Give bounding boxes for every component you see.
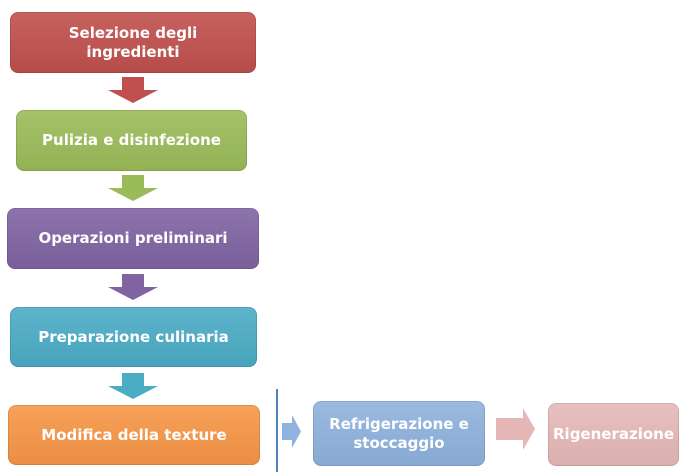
down-arrow-icon bbox=[108, 175, 158, 201]
right-arrow-icon bbox=[496, 408, 535, 450]
right-arrow-icon bbox=[282, 415, 301, 448]
step-rigenerazione: Rigenerazione bbox=[548, 403, 679, 466]
step-preparazione-culinaria: Preparazione culinaria bbox=[10, 307, 257, 367]
divider-line bbox=[276, 389, 278, 472]
step-operazioni-preliminari: Operazioni preliminari bbox=[7, 208, 259, 269]
down-arrow-icon bbox=[108, 77, 158, 103]
arrow-shape bbox=[282, 415, 301, 448]
step-modifica-della-texture: Modifica della texture bbox=[8, 405, 260, 465]
step-refrigerazione-e-stoccaggio: Refrigerazione e stoccaggio bbox=[313, 401, 485, 466]
step-label: Preparazione culinaria bbox=[38, 327, 229, 346]
step-label: Pulizia e disinfezione bbox=[42, 131, 221, 150]
down-arrow-icon bbox=[108, 274, 158, 300]
down-arrow-icon bbox=[108, 77, 158, 103]
step-label: Refrigerazione e stoccaggio bbox=[329, 414, 469, 452]
arrow-shape bbox=[496, 408, 535, 450]
step-label: Modifica della texture bbox=[41, 425, 227, 444]
arrow-shape bbox=[108, 77, 158, 103]
down-arrow-icon bbox=[108, 175, 158, 201]
step-label: Operazioni preliminari bbox=[38, 229, 228, 248]
right-arrow-icon bbox=[496, 408, 535, 450]
step-pulizia-e-disinfezione: Pulizia e disinfezione bbox=[16, 110, 247, 171]
step-selezione-degli-ingredienti: Selezione degli ingredienti bbox=[10, 12, 256, 73]
arrow-shape bbox=[108, 175, 158, 201]
right-arrow-icon bbox=[282, 415, 301, 448]
arrow-shape bbox=[108, 373, 158, 399]
step-label: Rigenerazione bbox=[553, 425, 675, 444]
down-arrow-icon bbox=[108, 274, 158, 300]
arrow-shape bbox=[108, 274, 158, 300]
down-arrow-icon bbox=[108, 373, 158, 399]
down-arrow-icon bbox=[108, 373, 158, 399]
step-label: Selezione degli ingredienti bbox=[68, 23, 198, 61]
